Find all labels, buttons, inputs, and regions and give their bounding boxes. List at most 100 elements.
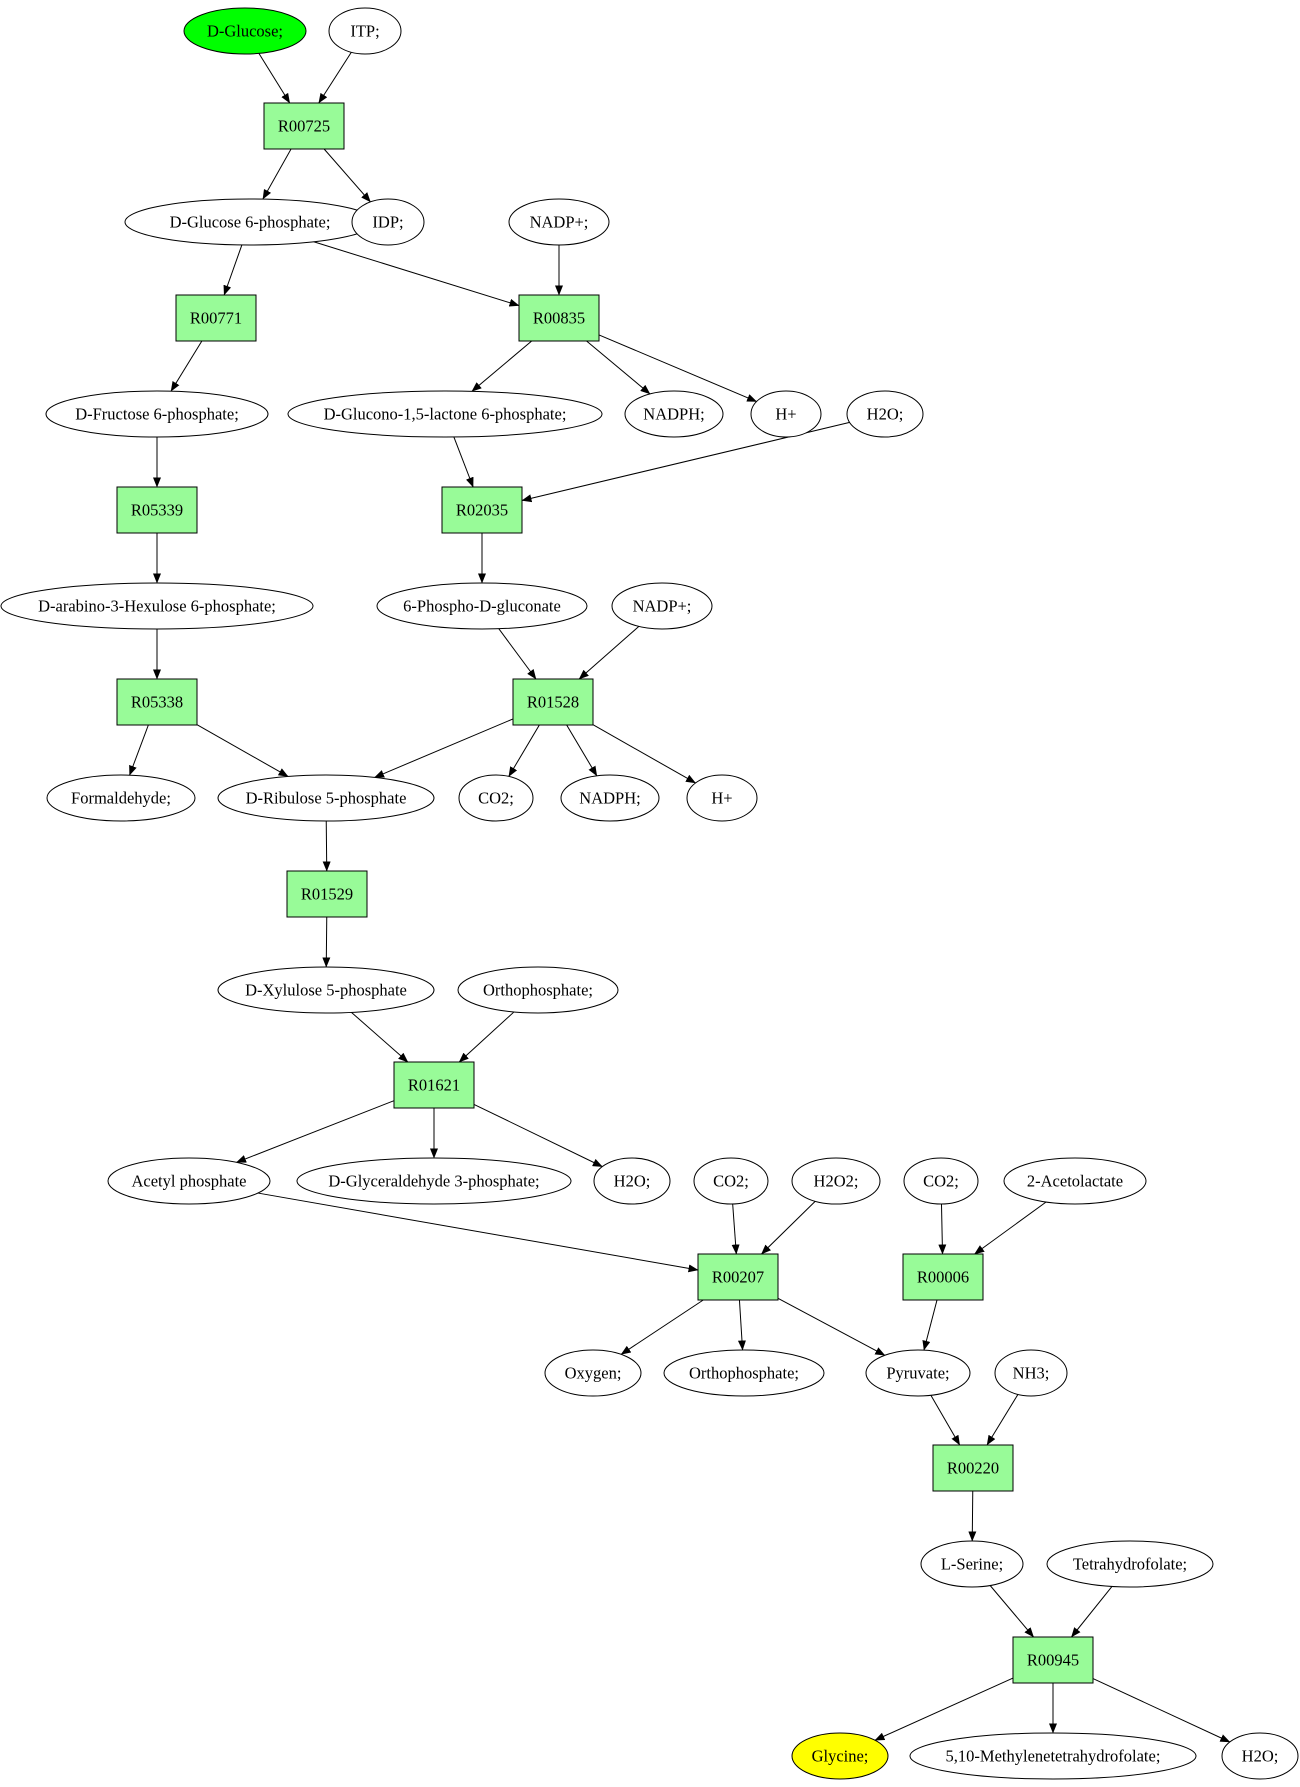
reaction-box [902,1253,984,1301]
compound-ellipse [611,582,713,630]
compound-ellipse [217,774,435,822]
compound-node-xu5p: D-Xylulose 5-phosphate [217,966,435,1014]
compound-ellipse [458,774,534,822]
compound-label: NADP+; [530,213,589,232]
compound-ellipse [593,1157,671,1205]
compound-node-ru5p: D-Ribulose 5-phosphate [217,774,435,822]
edge-acetolactate-to-r00006 [974,1201,1047,1255]
compound-label: CO2; [713,1172,749,1191]
reaction-box [932,1444,1014,1492]
edge-r01528-to-ru5p [374,718,514,778]
compound-label: IDP; [372,213,403,232]
reaction-node-r00006: R00006 [902,1253,984,1301]
edge-r01528-to-h2 [592,724,696,784]
edge-dglucose-to-r00725 [258,53,291,104]
compound-node-gap: D-Glyceraldehyde 3-phosphate; [296,1157,572,1205]
edge-6pg-to-r01528 [498,628,537,680]
compound-node-itp: ITP; [328,7,402,55]
compound-label: NH3; [1013,1364,1050,1383]
compound-label: Orthophosphate; [689,1364,799,1383]
reaction-box [175,294,257,342]
compound-label: CO2; [923,1172,959,1191]
reaction-node-r00207: R00207 [697,1253,779,1301]
edge-r00771-to-f6p [170,340,203,392]
compound-label: NADPH; [579,789,640,808]
compound-node-h2o1: H2O; [846,390,924,438]
edge-r01528-to-co2a [508,724,540,777]
edge-co2c-to-r00006 [938,1203,947,1255]
reaction-label: R00771 [190,309,242,328]
edge-r01621-to-acetylp [236,1100,395,1163]
compound-node-hexulose: D-arabino-3-Hexulose 6-phosphate; [0,582,314,630]
edge-co2b-to-r00207 [731,1203,740,1255]
edge-r00006-to-pyruvate [922,1299,938,1351]
compound-node-thf: Tetrahydrofolate; [1046,1540,1214,1588]
compound-ellipse [693,1157,769,1205]
compound-label: NADP+; [633,597,692,616]
compound-ellipse [46,774,196,822]
compound-node-h1: H+ [750,390,822,438]
reaction-box [393,1061,475,1109]
reaction-box [286,870,368,918]
edge-r00207-to-pi2 [737,1299,746,1351]
compound-node-h2o2b: H2O2; [791,1157,881,1205]
compound-label: D-Glyceraldehyde 3-phosphate; [328,1172,539,1191]
compound-label: H2O; [614,1172,651,1191]
edge-r00725-to-g6p [262,148,292,200]
reaction-label: R01529 [301,885,353,904]
edge-r01621-to-h2o2 [473,1103,603,1168]
compound-ellipse [508,198,610,246]
reaction-box [441,486,523,534]
compound-label: Acetyl phosphate [131,1172,246,1191]
compound-label: 5,10-Methylenetetrahydrofolate; [946,1747,1161,1766]
compound-label: H+ [775,405,796,424]
compound-node-acetylp: Acetyl phosphate [107,1157,271,1205]
compound-node-acetolactate: 2-Acetolactate [1003,1157,1147,1205]
reaction-box [512,678,594,726]
compound-node-h2: H+ [686,774,758,822]
compound-node-nadph1: NADPH; [624,390,724,438]
compound-label: NADPH; [643,405,704,424]
compound-label: H2O2; [814,1172,859,1191]
compound-node-mthf: 5,10-Methylenetetrahydrofolate; [909,1732,1197,1780]
reaction-box [263,102,345,150]
compound-node-gluconolactone: D-Glucono-1,5-lactone 6-phosphate; [287,390,603,438]
compound-ellipse [376,582,588,630]
compound-node-g6p: D-Glucose 6-phosphate; [124,198,376,246]
reaction-node-r00945: R00945 [1012,1636,1094,1684]
compound-label: D-Glucono-1,5-lactone 6-phosphate; [324,405,567,424]
edge-thf-to-r00945 [1071,1586,1113,1638]
compound-node-nh3: NH3; [994,1349,1068,1397]
compound-label: H2O; [1242,1747,1279,1766]
edge-r05338-to-formaldehyde [129,724,149,776]
reaction-label: R01621 [408,1076,460,1095]
edge-r00725-to-idp [323,148,371,203]
reaction-node-r00771: R00771 [175,294,257,342]
compound-ellipse [328,7,402,55]
compound-ellipse [920,1540,1024,1588]
compound-label: Oxygen; [565,1364,622,1383]
reaction-label: R00006 [917,1268,969,1287]
compound-node-co2c: CO2; [903,1157,979,1205]
edge-pi1-to-r01621 [458,1011,515,1063]
compound-node-co2b: CO2; [693,1157,769,1205]
reaction-node-r01621: R01621 [393,1061,475,1109]
edge-r01529-to-xu5p [322,916,331,968]
compound-ellipse [183,7,307,55]
compound-ellipse [865,1349,971,1397]
compound-ellipse [750,390,822,438]
reaction-label: R00207 [712,1268,764,1287]
reaction-box [697,1253,779,1301]
compound-node-nadp1: NADP+; [508,198,610,246]
compound-node-dglucose: D-Glucose; [183,7,307,55]
compound-node-serine: L-Serine; [920,1540,1024,1588]
reaction-node-r00835: R00835 [518,294,600,342]
compound-ellipse [791,1732,889,1780]
edge-g6p-to-r00835 [313,241,520,307]
compound-ellipse [217,966,435,1014]
reaction-box [1012,1636,1094,1684]
compound-ellipse [791,1157,881,1205]
compound-label: 6-Phospho-D-gluconate [403,597,561,616]
compound-label: H2O; [867,405,904,424]
edge-serine-to-r00945 [989,1585,1034,1638]
